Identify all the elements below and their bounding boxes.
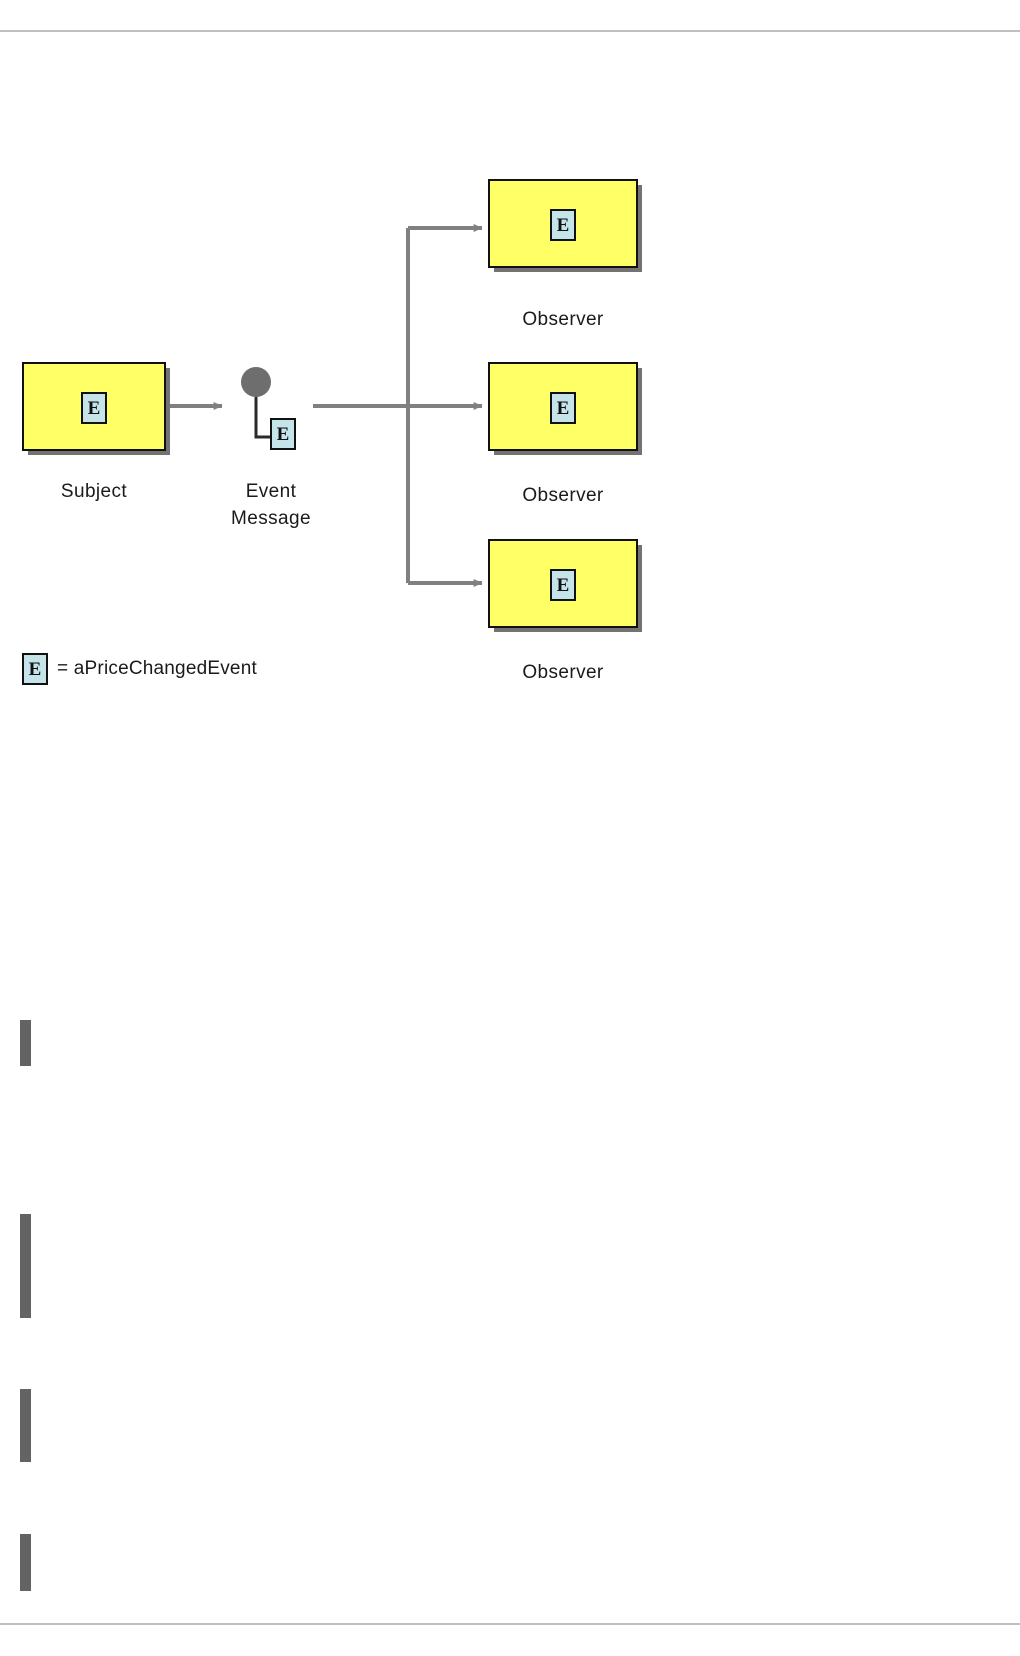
node-observer-2[interactable]: E [488, 362, 638, 451]
change-bar [20, 1389, 31, 1462]
connector-event-badge-stem [254, 396, 270, 439]
event-badge-subject: E [81, 392, 107, 424]
diagram-connectors [170, 224, 483, 587]
legend-text: = aPriceChangedEvent [57, 658, 257, 679]
change-bar [20, 1020, 31, 1066]
node-label-observer-3: Observer [488, 659, 638, 686]
diagram-legend: E = aPriceChangedEvent [22, 653, 257, 685]
node-label-observer-2: Observer [488, 482, 638, 509]
event-badge-observer-1: E [550, 209, 576, 241]
node-observer-3[interactable]: E [488, 539, 638, 628]
event-badge-observer-2: E [550, 392, 576, 424]
node-label-observer-2-text: Observer [522, 485, 604, 506]
event-badge-legend: E [22, 653, 48, 685]
event-message-ball[interactable] [241, 367, 271, 397]
node-label-subject-text: Subject [60, 481, 128, 502]
event-badge-message: E [270, 418, 296, 450]
event-badge-observer-3: E [550, 569, 576, 601]
node-label-subject: Subject [22, 478, 166, 505]
page-rule-top [0, 30, 1020, 32]
node-label-event-message-line-1: Event [245, 481, 297, 502]
node-label-event-message: Event Message [196, 478, 346, 532]
node-label-observer-1: Observer [488, 306, 638, 333]
node-subject[interactable]: E [22, 362, 166, 451]
node-label-observer-3-text: Observer [522, 662, 604, 683]
observer-pattern-diagram: E Subject E Event Message E Observer E O… [0, 0, 1020, 720]
page-rule-bottom [0, 1623, 1020, 1625]
change-bar [20, 1534, 31, 1591]
node-label-observer-1-text: Observer [522, 309, 604, 330]
node-label-event-message-line-2: Message [231, 508, 311, 529]
change-bar [20, 1214, 31, 1318]
node-observer-1[interactable]: E [488, 179, 638, 268]
